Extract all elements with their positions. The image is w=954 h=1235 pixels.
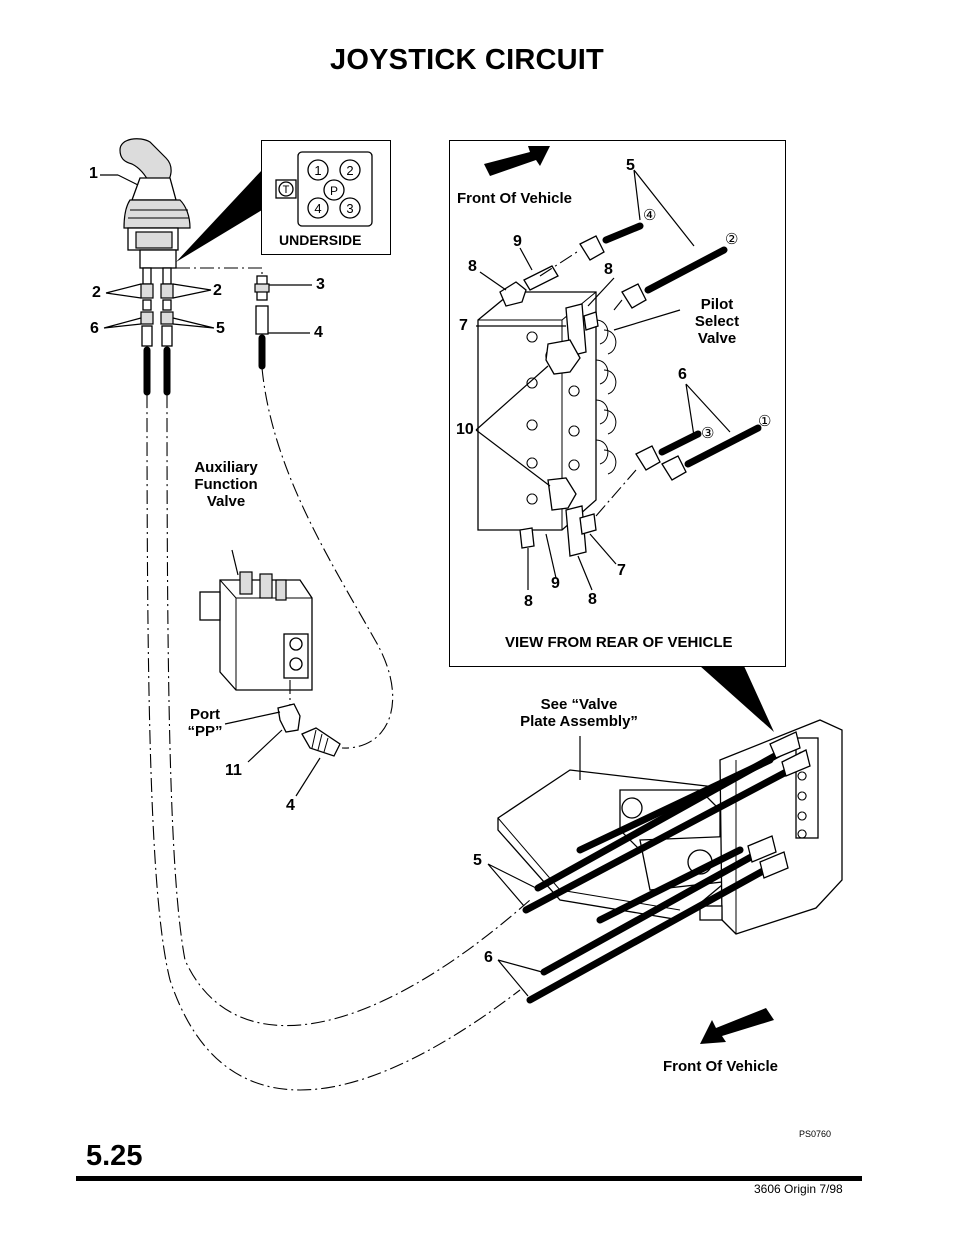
view-from-rear-label: VIEW FROM REAR OF VEHICLE [505,634,733,651]
hose-route-aux [261,367,394,749]
callout-4-bottom: 4 [286,797,295,814]
joystick-fittings [103,267,215,396]
callout-11: 11 [225,762,242,779]
underside-port-pattern: 1 2 P 4 3 T [275,151,373,227]
auxiliary-function-valve [199,549,341,797]
hose-route-left-outer [146,393,521,1091]
callout-9-top: 9 [513,233,522,250]
callout-3: 3 [316,276,325,293]
callout-5-inset: 5 [626,157,635,174]
callout-6-lower: 6 [484,949,493,966]
valve-plate-assembly [487,719,843,1044]
callout-8-bottom-left: 8 [524,593,533,610]
callout-7-bottom: 7 [617,562,626,579]
rear-view-inset [449,140,786,667]
callout-8-top-right: 8 [604,261,613,278]
fitting-3-4-top [254,275,312,370]
port-3-symbol: 3 [346,201,353,216]
footer-rule [76,1176,862,1181]
see-valve-plate-label: See “Valve Plate Assembly” [520,696,638,730]
auxiliary-function-valve-label: Auxiliary Function Valve [194,459,258,510]
hose-2-marker: ② [725,231,739,248]
figure-id: PS0760 [799,1129,832,1139]
hose-1-marker: ① [758,413,772,430]
port-p-symbol: P [330,184,338,198]
hose-3-marker: ③ [701,425,715,442]
front-of-vehicle-label-top: Front Of Vehicle [457,190,573,207]
callout-6-inset: 6 [678,366,687,383]
underside-label: UNDERSIDE [279,232,362,248]
port-2-symbol: 2 [346,163,353,178]
callout-2-left: 2 [92,284,101,301]
hose-4-marker: ④ [643,207,657,224]
front-of-vehicle-label-bottom: Front Of Vehicle [663,1058,779,1075]
callout-9-bottom: 9 [551,575,560,592]
rear-view-drawing [475,146,762,591]
pilot-select-valve-label: Pilot Select Valve [694,296,740,347]
callout-5-lower: 5 [473,852,482,869]
port-1-symbol: 1 [314,163,321,178]
callout-4-top: 4 [314,324,323,341]
callout-7-top: 7 [459,317,468,334]
callout-5-right: 5 [216,320,225,337]
callout-10: 10 [456,421,474,438]
callout-1: 1 [89,165,98,182]
joystick [100,138,191,269]
port-pp-label: Port “PP” [187,706,223,740]
port-t-symbol: T [283,184,290,196]
port-4-symbol: 4 [314,201,321,216]
page-number: 5.25 [86,1140,143,1172]
callout-8-top-left: 8 [468,258,477,275]
footer-text: 3606 Origin 7/98 [754,1182,843,1196]
hose-route-left-inner [166,393,531,1026]
callout-2-right: 2 [213,282,222,299]
callout-6-left: 6 [90,320,99,337]
page-title: JOYSTICK CIRCUIT [330,44,604,76]
callout-8-bottom-right: 8 [588,591,597,608]
